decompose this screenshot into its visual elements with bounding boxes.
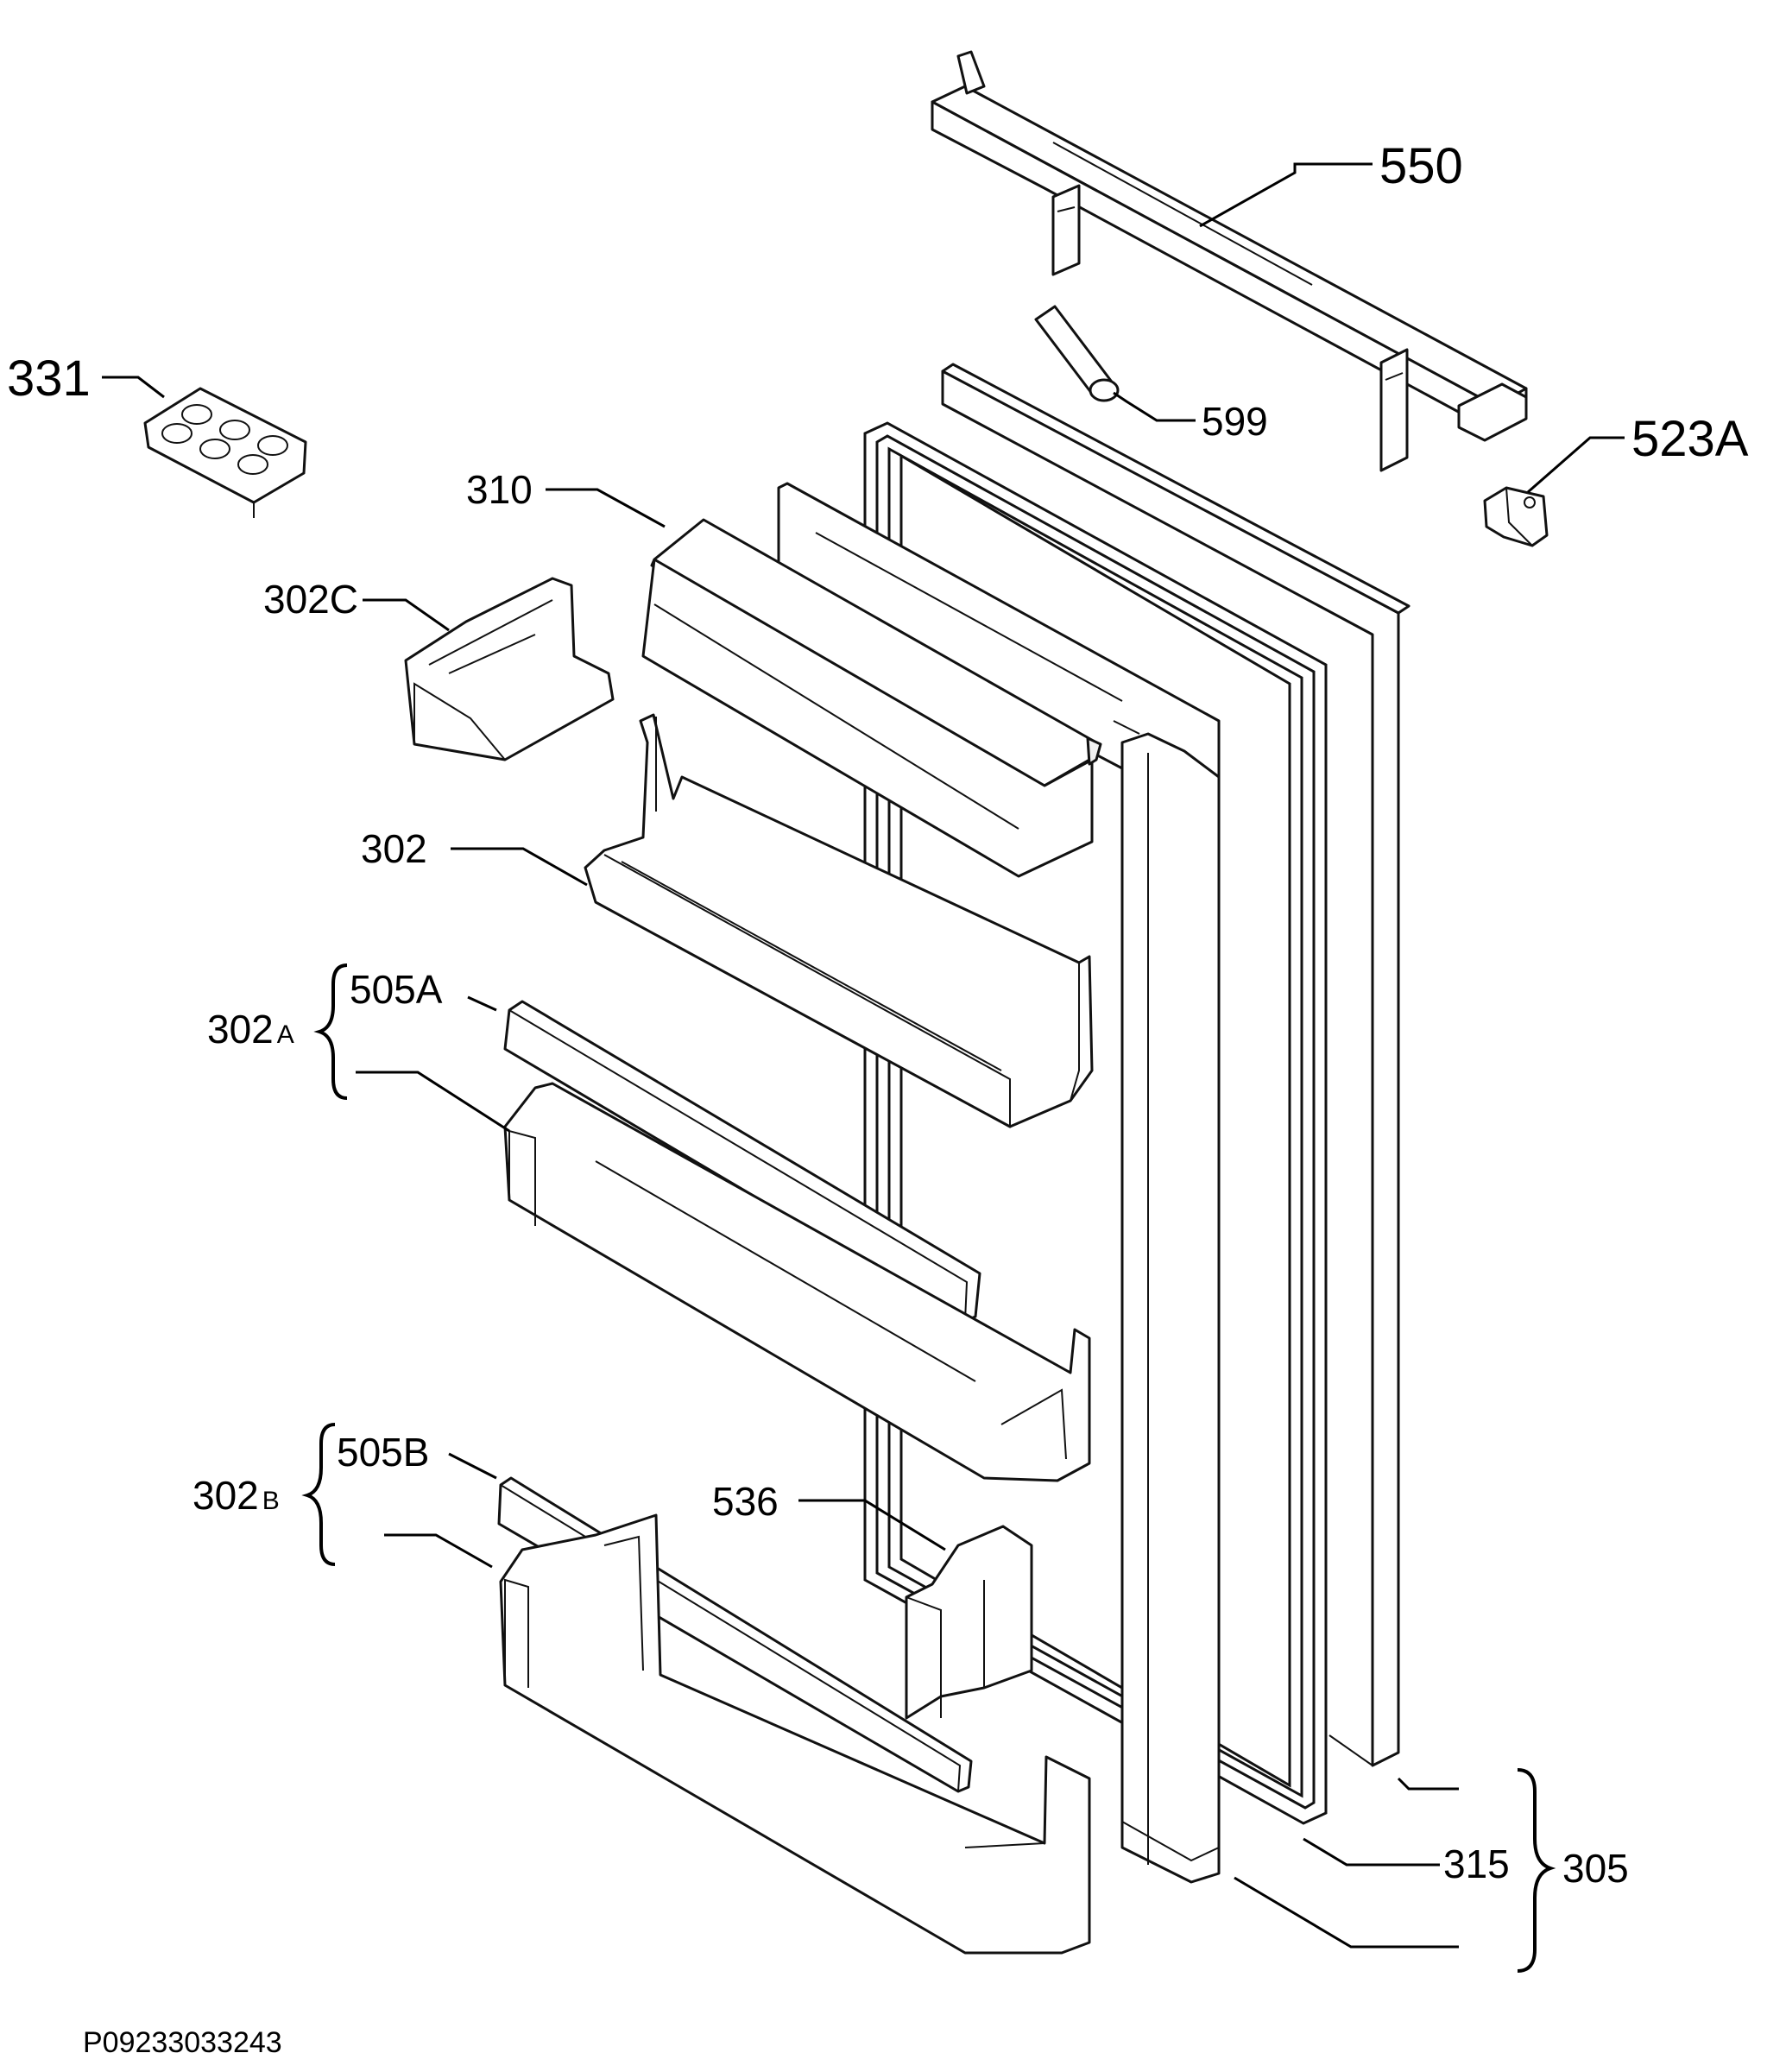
label-536: 536 <box>712 1479 779 1524</box>
part-523A-hinge-cap <box>1483 486 1549 547</box>
label-315: 315 <box>1443 1841 1510 1886</box>
part-302C-small-shelf <box>404 577 615 761</box>
label-302A-sub: A <box>277 1020 294 1049</box>
brace-302B <box>301 1423 336 1566</box>
label-302B-sub: B <box>262 1487 280 1515</box>
label-302A-main: 302 <box>207 1007 274 1052</box>
brace-302A <box>313 963 348 1100</box>
label-523A: 523A <box>1631 411 1749 467</box>
label-599: 599 <box>1202 399 1268 444</box>
part-536-bottle-stopper <box>905 1525 1033 1720</box>
label-302: 302 <box>361 826 427 871</box>
part-331-egg-tray <box>143 387 307 518</box>
part-505A-rail <box>503 1000 981 1323</box>
door-inner-liner <box>777 482 1221 1884</box>
label-305: 305 <box>1562 1846 1629 1891</box>
label-331: 331 <box>7 351 91 407</box>
door-panel-305 <box>941 363 1410 1767</box>
leader-lines <box>102 162 1625 1949</box>
part-310-dairy-compartment <box>641 518 1102 878</box>
part-302-door-shelf <box>584 713 1094 1128</box>
part-302A-door-shelf <box>503 1082 1091 1482</box>
reference-code: P09233033243 <box>83 2026 282 2059</box>
label-302C: 302C <box>263 577 358 622</box>
brace-305 <box>1517 1768 1556 1973</box>
label-505A: 505A <box>350 967 443 1012</box>
label-310: 310 <box>466 467 533 512</box>
part-599-cylinder <box>1034 305 1120 402</box>
handle-bar-550 <box>931 50 1528 472</box>
door-gasket-315 <box>863 421 1328 1825</box>
part-302B-door-shelf <box>499 1513 1091 1955</box>
label-550: 550 <box>1379 138 1463 194</box>
label-505B: 505B <box>337 1430 429 1475</box>
label-302B-main: 302 <box>192 1473 259 1518</box>
